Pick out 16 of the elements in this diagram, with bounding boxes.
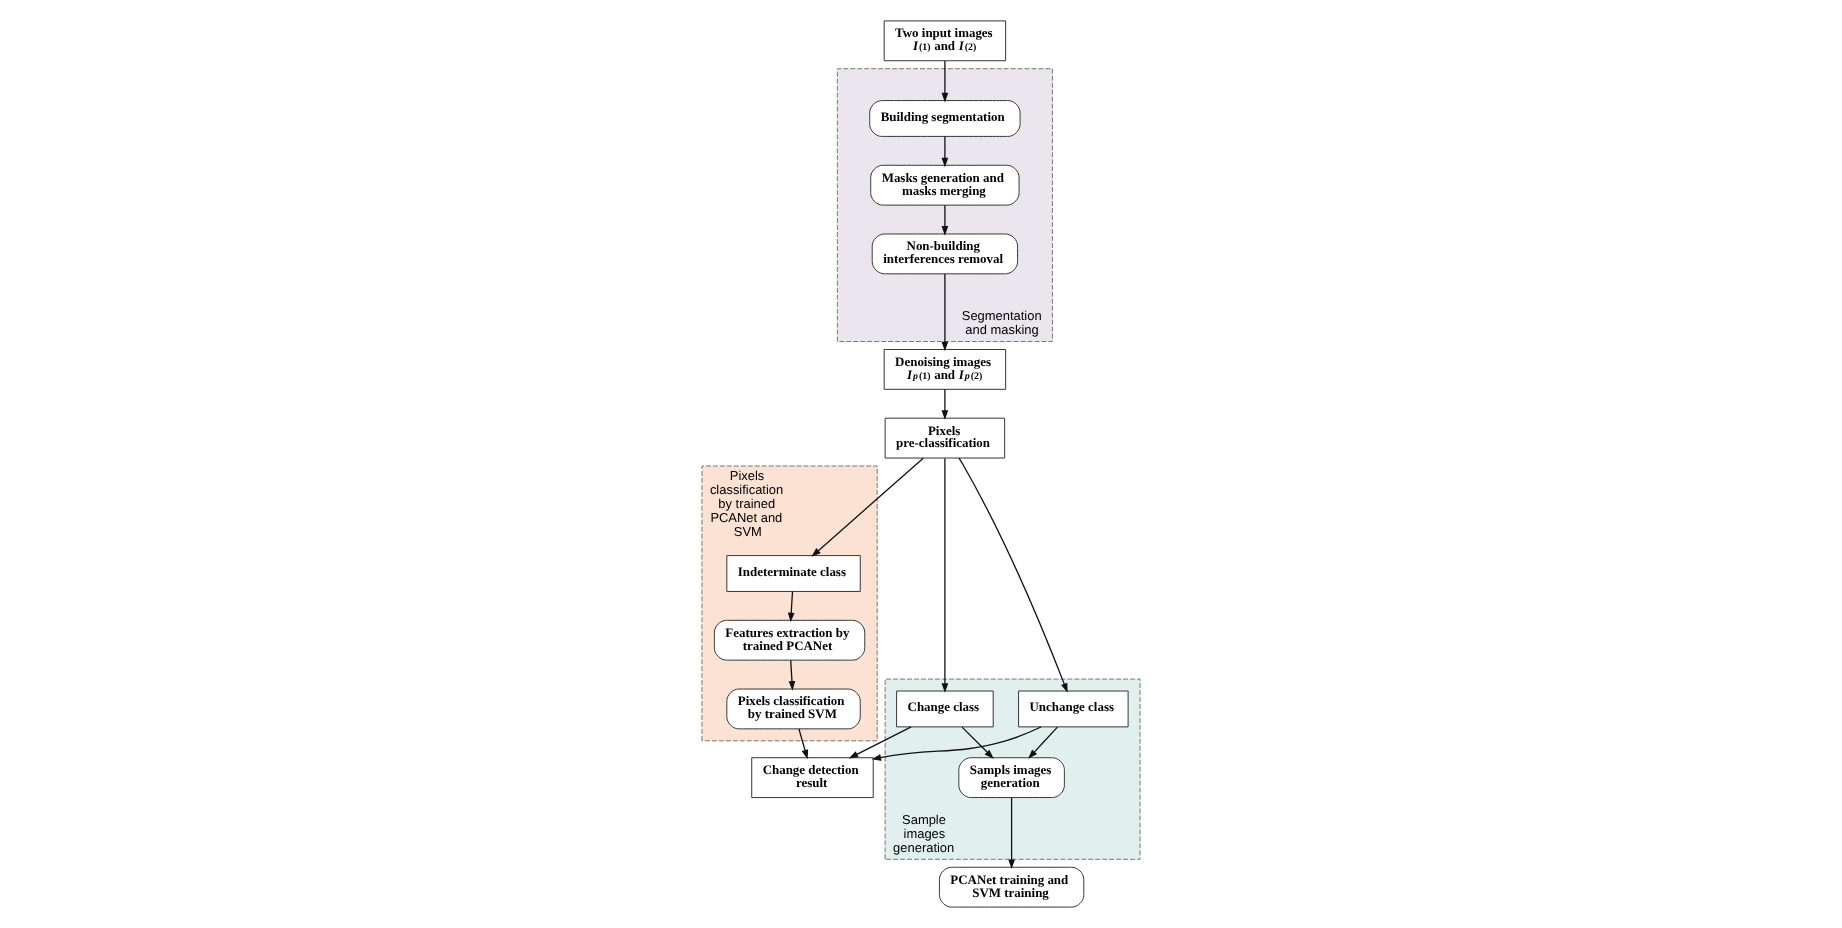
arrow xyxy=(848,726,912,759)
arrow xyxy=(871,726,1042,761)
arrow xyxy=(941,60,949,103)
arrow xyxy=(958,457,1068,693)
arrow xyxy=(788,659,796,691)
arrow xyxy=(941,273,949,352)
arrow xyxy=(941,388,949,420)
arrow xyxy=(941,457,949,693)
arrow xyxy=(1028,726,1059,759)
arrow xyxy=(798,728,809,760)
arrow xyxy=(941,135,949,168)
arrow xyxy=(1008,796,1015,869)
arrow xyxy=(941,204,949,236)
arrow xyxy=(811,457,924,557)
arrow xyxy=(787,590,795,623)
arrow xyxy=(961,726,994,759)
